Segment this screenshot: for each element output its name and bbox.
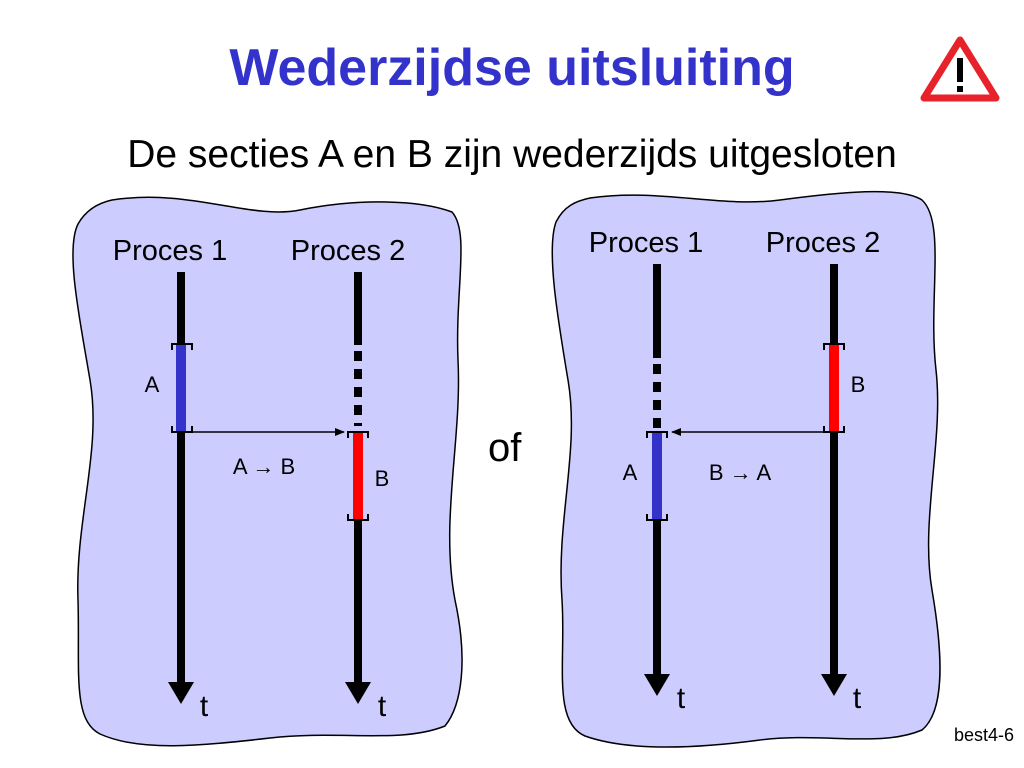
right-process1-arrowhead <box>644 674 670 696</box>
right-section-a-label: A <box>623 460 638 485</box>
left-section-b-label: B <box>375 466 390 491</box>
right-order-label: B → A <box>709 460 772 485</box>
slide-title: Wederzijdse uitsluiting <box>229 39 795 97</box>
slide-footer: best4-6 <box>953 725 1014 745</box>
left-order-label: A → B <box>233 454 295 479</box>
slide-subtitle: De secties A en B zijn wederzijds uitges… <box>127 133 897 176</box>
left-process1-arrowhead <box>168 682 194 704</box>
right-process2-arrowhead <box>821 674 847 696</box>
left-process1-timeline <box>168 272 194 704</box>
left-process2-label: Proces 2 <box>291 235 405 267</box>
right-process1-label: Proces 1 <box>589 227 703 259</box>
warning-triangle-icon <box>920 36 1000 102</box>
left-time1-label: t <box>200 690 209 723</box>
left-process2-arrowhead <box>345 682 371 704</box>
left-time2-label: t <box>378 690 387 723</box>
right-section-b-bar <box>829 345 839 431</box>
left-process2-timeline <box>345 272 371 704</box>
left-section-a-label: A <box>145 372 160 397</box>
right-section-a-bar <box>652 433 662 519</box>
left-panel-background <box>72 196 463 747</box>
right-process2-label: Proces 2 <box>766 227 880 259</box>
left-section-a-bar <box>176 345 186 431</box>
separator-label: of <box>488 426 522 470</box>
right-panel-background <box>551 190 941 748</box>
left-section-b-bar <box>353 433 363 519</box>
right-time1-label: t <box>677 682 686 715</box>
left-process1-label: Proces 1 <box>113 235 227 267</box>
right-process1-timeline <box>644 264 670 696</box>
right-time2-label: t <box>853 682 862 715</box>
right-section-b-label: B <box>851 372 866 397</box>
right-process2-timeline <box>821 264 847 696</box>
